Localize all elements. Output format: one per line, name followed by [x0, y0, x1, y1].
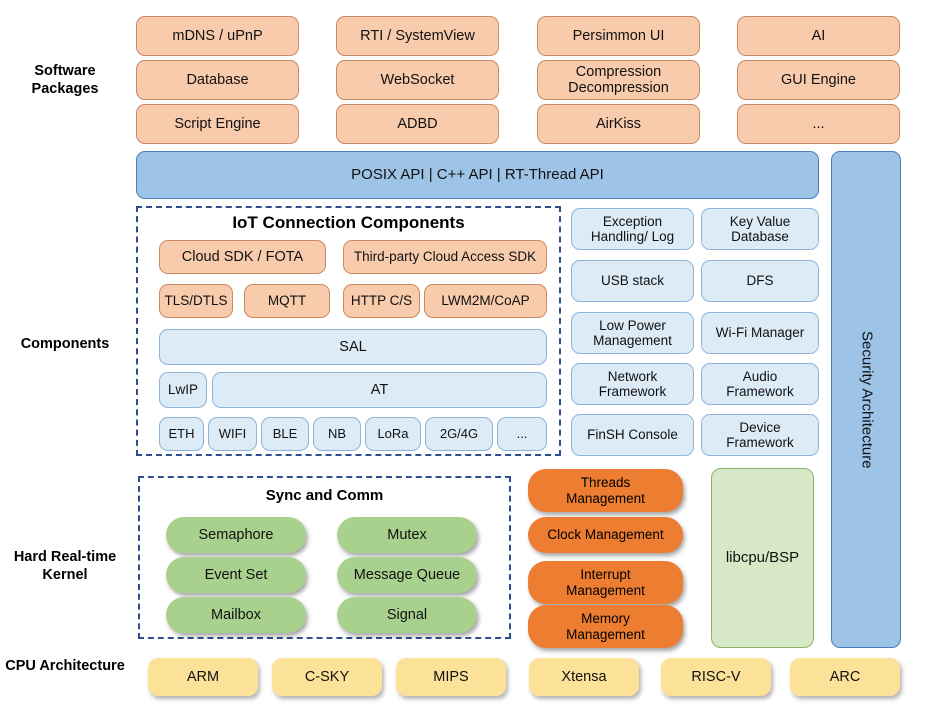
component-box[interactable]: Low Power Management [571, 312, 694, 354]
package-box[interactable]: WebSocket [336, 60, 499, 100]
package-box[interactable]: GUI Engine [737, 60, 900, 100]
package-box[interactable]: ... [737, 104, 900, 144]
component-box[interactable]: Audio Framework [701, 363, 819, 405]
kernel-sync-pill[interactable]: Message Queue [337, 557, 477, 593]
component-box[interactable]: Wi-Fi Manager [701, 312, 819, 354]
package-box[interactable]: AI [737, 16, 900, 56]
cpu-arch-box[interactable]: MIPS [396, 658, 506, 696]
iot-link-box[interactable]: BLE [261, 417, 309, 451]
component-box[interactable]: Network Framework [571, 363, 694, 405]
kernel-sync-pill[interactable]: Mutex [337, 517, 477, 553]
component-box[interactable]: Exception Handling/ Log [571, 208, 694, 250]
iot-cloud-box[interactable]: Third-party Cloud Access SDK [343, 240, 547, 274]
package-box[interactable]: RTI / SystemView [336, 16, 499, 56]
row-label-cpu-architecture: CPU Architecture [5, 658, 125, 674]
kernel-management-pill[interactable]: Clock Management [528, 517, 683, 553]
iot-link-box[interactable]: WIFI [208, 417, 257, 451]
kernel-sync-pill[interactable]: Mailbox [166, 597, 306, 633]
component-box[interactable]: Key Value Database [701, 208, 819, 250]
cpu-arch-box[interactable]: C-SKY [272, 658, 382, 696]
cpu-arch-box[interactable]: Xtensa [529, 658, 639, 696]
component-box[interactable]: USB stack [571, 260, 694, 302]
iot-cloud-box[interactable]: Cloud SDK / FOTA [159, 240, 326, 274]
kernel-sync-pill[interactable]: Event Set [166, 557, 306, 593]
libcpu-bsp-box[interactable]: libcpu/BSP [711, 468, 814, 648]
iot-connection-frame [136, 206, 561, 456]
iot-link-box[interactable]: ... [497, 417, 547, 451]
kernel-management-pill[interactable]: Interrupt Management [528, 561, 683, 604]
iot-protocol-box[interactable]: TLS/DTLS [159, 284, 233, 318]
package-box[interactable]: Compression Decompression [537, 60, 700, 100]
row-label-kernel: Hard Real-time Kernel [13, 549, 117, 584]
iot-at-box[interactable]: AT [212, 372, 547, 408]
iot-link-box[interactable]: NB [313, 417, 361, 451]
cpu-arch-box[interactable]: ARC [790, 658, 900, 696]
kernel-sync-pill[interactable]: Semaphore [166, 517, 306, 553]
iot-protocol-box[interactable]: HTTP C/S [343, 284, 420, 318]
package-box[interactable]: Script Engine [136, 104, 299, 144]
security-architecture-column[interactable]: Security Architecture [831, 151, 901, 648]
package-box[interactable]: ADBD [336, 104, 499, 144]
iot-sal-box[interactable]: SAL [159, 329, 547, 365]
row-label-software-packages: Software Packages [31, 63, 99, 98]
iot-frame-title: IoT Connection Components [232, 213, 465, 232]
component-box[interactable]: DFS [701, 260, 819, 302]
iot-protocol-box[interactable]: LWM2M/CoAP [424, 284, 547, 318]
component-box[interactable]: Device Framework [701, 414, 819, 456]
kernel-sync-pill[interactable]: Signal [337, 597, 477, 633]
package-box[interactable]: Persimmon UI [537, 16, 700, 56]
package-box[interactable]: Database [136, 60, 299, 100]
iot-lwip-box[interactable]: LwIP [159, 372, 207, 408]
sync-frame-title: Sync and Comm [265, 487, 384, 504]
package-box[interactable]: mDNS / uPnP [136, 16, 299, 56]
cpu-arch-box[interactable]: RISC-V [661, 658, 771, 696]
row-label-components: Components [20, 336, 110, 352]
iot-link-box[interactable]: ETH [159, 417, 204, 451]
kernel-management-pill[interactable]: Memory Management [528, 605, 683, 648]
kernel-management-pill[interactable]: Threads Management [528, 469, 683, 512]
api-bar[interactable]: POSIX API | C++ API | RT-Thread API [136, 151, 819, 199]
iot-link-box[interactable]: 2G/4G [425, 417, 493, 451]
sync-and-comm-frame [138, 476, 511, 639]
iot-link-box[interactable]: LoRa [365, 417, 421, 451]
cpu-arch-box[interactable]: ARM [148, 658, 258, 696]
iot-protocol-box[interactable]: MQTT [244, 284, 330, 318]
package-box[interactable]: AirKiss [537, 104, 700, 144]
component-box[interactable]: FinSH Console [571, 414, 694, 456]
